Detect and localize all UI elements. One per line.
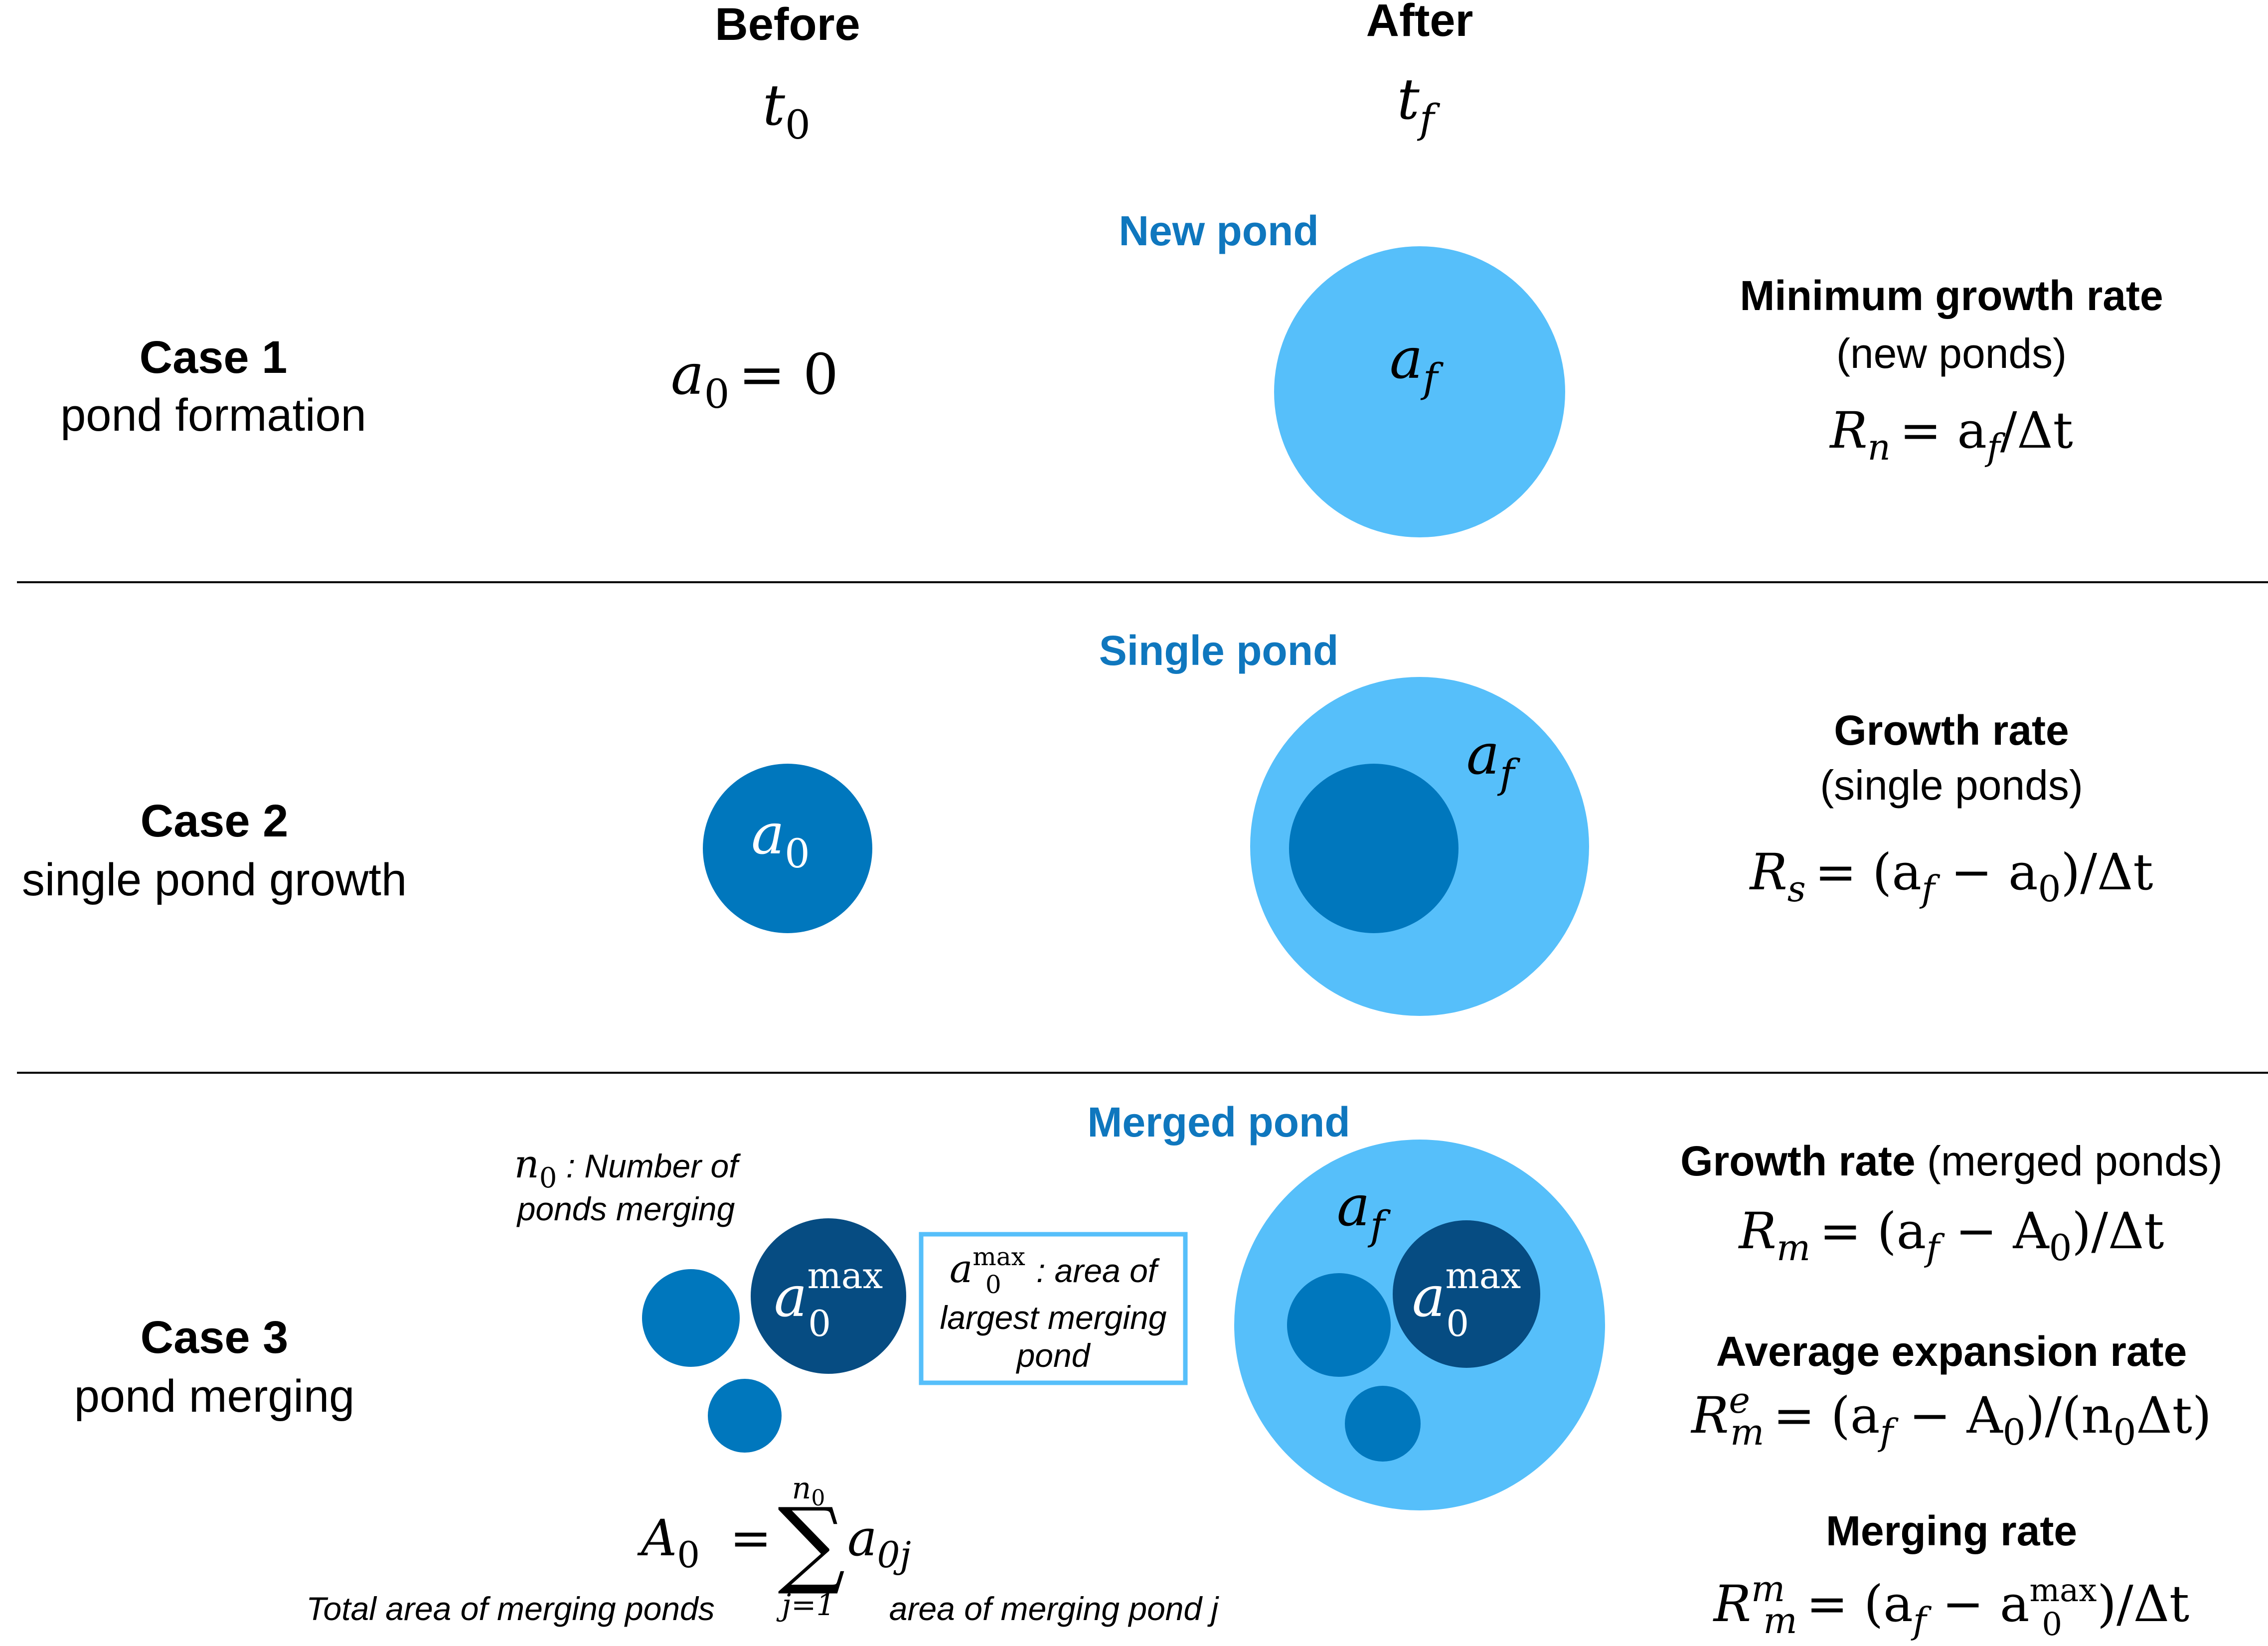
- sum-symbol: ∑: [778, 1487, 845, 1598]
- sum-lower-limit: j=1: [776, 1588, 835, 1623]
- merged-inner-largest-circle: [1393, 1220, 1540, 1368]
- single-pond-label: Single pond: [1099, 627, 1339, 674]
- before-title: Before: [715, 0, 860, 50]
- merged-pond-label: Merged pond: [1087, 1099, 1350, 1146]
- total-area-summation: A0 = ∑ n0 j=1 a0j: [637, 1471, 911, 1623]
- case-2-rate-formula: Rs= (af − a0)/Δt: [1749, 843, 2153, 910]
- case-2-rate-subtitle: (single ponds): [1820, 762, 2083, 809]
- n0-note-line-2: ponds merging: [516, 1190, 735, 1227]
- single-pond-before-label: a0: [751, 802, 810, 877]
- column-header-after: After tf: [1366, 0, 1473, 142]
- case-3-rate-2-title: Average expansion rate: [1716, 1328, 2187, 1375]
- before-time: t0: [763, 73, 810, 148]
- case-1-row: Case 1 pond formation a0= 0 New pond af …: [60, 207, 2163, 537]
- amax-definition-line-2: largest merging: [940, 1299, 1167, 1336]
- case-1-rate-formula: Rn= af/Δt: [1829, 401, 2073, 468]
- merging-pond-small-circle: [708, 1379, 782, 1453]
- merging-pond-left-circle: [642, 1269, 740, 1367]
- new-pond-label: New pond: [1119, 207, 1318, 254]
- single-pond-before-circle: [703, 764, 872, 933]
- merged-inner-small-circle: [1345, 1386, 1421, 1462]
- case-3-rate-3-title: Merging rate: [1826, 1507, 2077, 1554]
- case-3-subtitle: pond merging: [74, 1371, 355, 1422]
- sum-term: a0j: [847, 1509, 911, 1576]
- n0-note-line-1: n0 : Number of: [514, 1142, 741, 1194]
- merging-pond-largest-circle: [751, 1218, 906, 1374]
- amax-definition-box: [919, 1232, 1188, 1385]
- total-area-note: Total area of merging ponds: [306, 1590, 714, 1627]
- after-title: After: [1366, 0, 1473, 46]
- case-3-row: Case 3 pond merging n0 : Number of ponds…: [74, 1099, 2223, 1643]
- sum-equals: =: [730, 1509, 772, 1567]
- sum-upper-limit: n0: [792, 1471, 825, 1511]
- case-2-title: Case 2: [141, 796, 289, 846]
- column-header-before: Before t0: [715, 0, 860, 148]
- case-1-rate-title: Minimum growth rate: [1740, 272, 2163, 319]
- amax-definition-line-3: pond: [1016, 1337, 1091, 1374]
- case-3-rate-1-title: Growth rate (merged ponds): [1680, 1138, 2223, 1184]
- case-1-subtitle: pond formation: [60, 390, 366, 441]
- pond-j-note: area of merging pond j: [889, 1590, 1220, 1627]
- after-time: tf: [1397, 67, 1441, 142]
- case-2-rate-title: Growth rate: [1834, 707, 2069, 754]
- case-1-title: Case 1: [140, 332, 288, 383]
- sum-lhs: A0: [637, 1509, 700, 1576]
- case-1-before-equation: a0= 0: [671, 342, 838, 417]
- case-2-subtitle: single pond growth: [22, 854, 407, 905]
- case-3-title: Case 3: [141, 1312, 289, 1363]
- case-1-rate-subtitle: (new ponds): [1836, 330, 2067, 377]
- case-3-rate-1-formula: Rm= (af − A0)/Δt: [1738, 1202, 2164, 1269]
- single-pond-original-circle: [1289, 764, 1458, 933]
- case-2-row: Case 2 single pond growth a0 Single pond…: [22, 627, 2153, 1016]
- merged-inner-left-circle: [1287, 1273, 1391, 1377]
- new-pond-circle: [1274, 246, 1565, 537]
